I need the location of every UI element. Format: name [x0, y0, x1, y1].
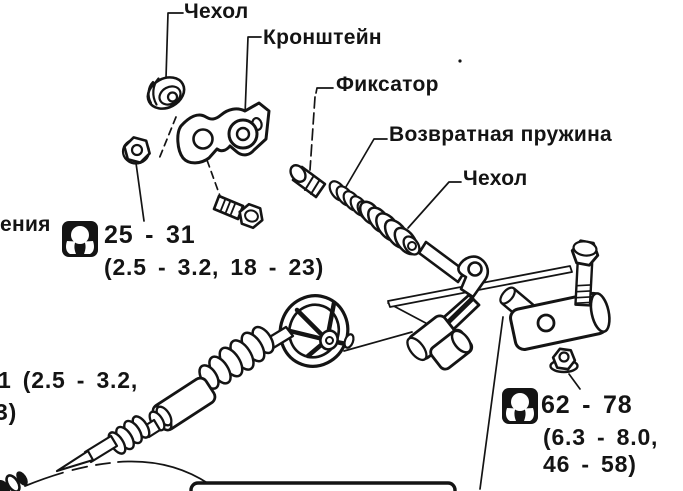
torque-spec-left-partial-line1: 1 (2.5 - 3.2, — [0, 367, 139, 393]
bracket-bolt-drawing — [212, 194, 264, 230]
control-rod-drawing — [417, 240, 467, 284]
label-bracket: Кронштейн — [263, 26, 382, 49]
leader-lines — [135, 12, 581, 490]
torque-spec-front-value: 25 - 31 — [104, 221, 196, 249]
torque-spec-rear-converted-1: (6.3 - 8.0, — [543, 424, 659, 450]
torque-spec-left-partial-line2: 3) — [0, 399, 18, 425]
torque-spec-front-converted: (2.5 - 3.2, 18 - 23) — [104, 254, 325, 280]
label-return-spring: Возвратная пружина — [389, 123, 613, 146]
torque-wrench-icon — [62, 221, 98, 257]
detail-callout-box — [189, 481, 457, 491]
rod-ring-end-drawing — [278, 294, 355, 368]
case-outline-arc — [24, 460, 210, 487]
torque-spec-rear-value: 62 - 78 — [541, 391, 633, 419]
cover-grommet-drawing — [146, 76, 186, 110]
boot-drawing — [358, 200, 421, 256]
pivot-bolt-drawing — [570, 239, 600, 307]
torque-wrench-icon — [502, 388, 538, 424]
label-retainer: Фиксатор — [336, 73, 439, 96]
shift-control-rod-drawing — [55, 294, 355, 473]
label-cover-top: Чехол — [184, 0, 249, 23]
label-fragment-left: ения — [0, 213, 51, 236]
retainer-pin-drawing — [289, 164, 327, 199]
select-lever-assembly-drawing — [387, 255, 611, 371]
bracket-drawing — [176, 101, 271, 165]
label-cover-boot: Чехол — [463, 167, 528, 190]
scan-speck — [458, 59, 462, 63]
flange-nut-drawing — [549, 347, 579, 374]
lock-nut-drawing — [121, 136, 151, 165]
torque-spec-rear-converted-2: 46 - 58) — [543, 451, 637, 477]
rod-end-fragment-drawing — [0, 471, 28, 491]
